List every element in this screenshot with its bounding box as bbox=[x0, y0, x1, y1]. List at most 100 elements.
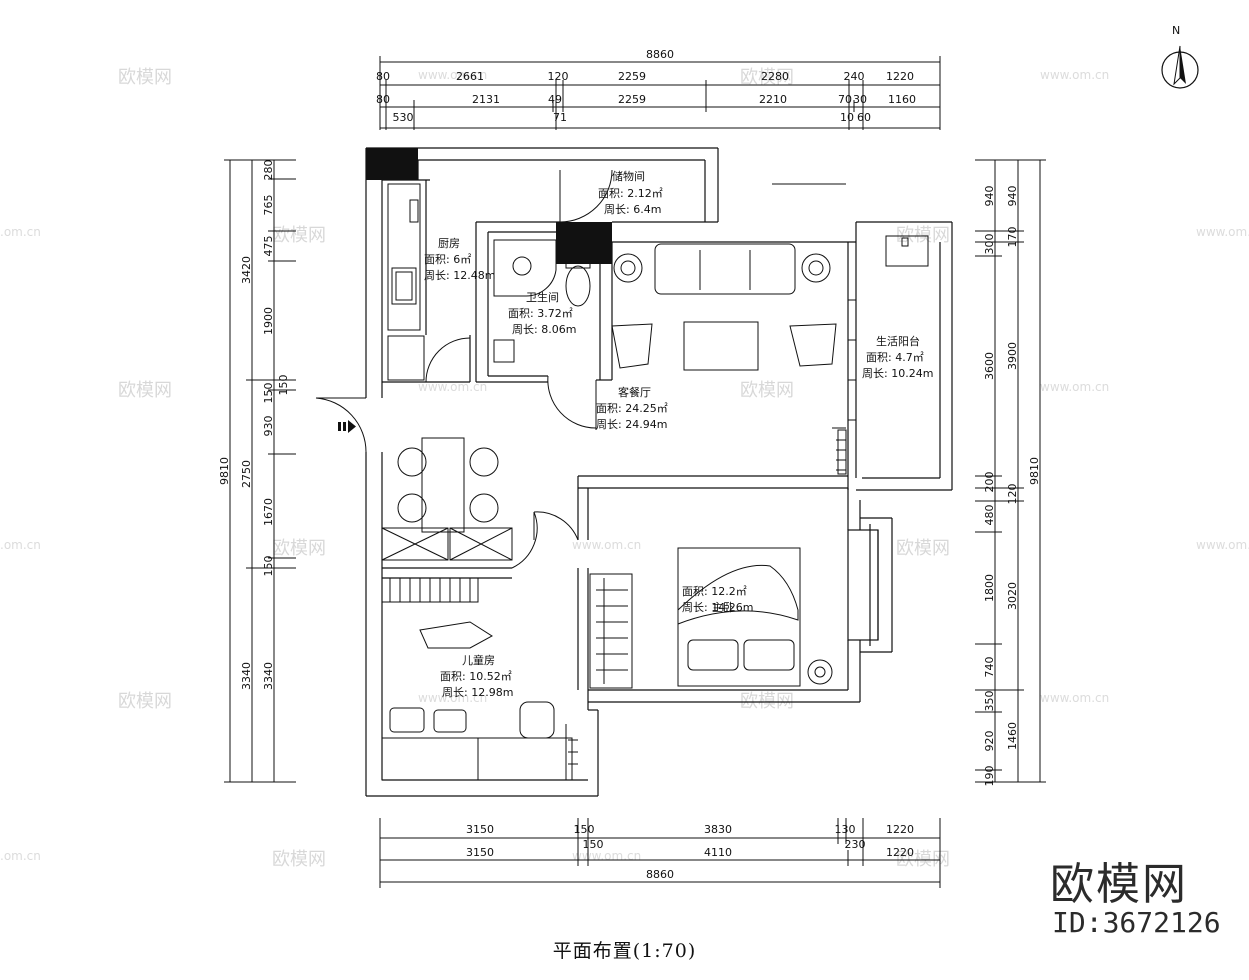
dim-top-r1: 240 bbox=[844, 70, 865, 83]
kids-room-furniture bbox=[381, 577, 578, 781]
dim-right-mid: 1460 bbox=[1006, 722, 1019, 750]
dim-right-inner: 300 bbox=[983, 234, 996, 255]
watermark-url: www.om.cn bbox=[1040, 691, 1109, 705]
watermark-logo: 欧模网 bbox=[118, 691, 172, 712]
dim-left-mid: 3340 bbox=[240, 662, 253, 690]
dim-right-mid: 170 bbox=[1006, 227, 1019, 248]
balcony-fixtures bbox=[848, 235, 929, 421]
room-perimeter-balcony: 周长: 10.24m bbox=[862, 367, 933, 380]
dim-right-inner: 1800 bbox=[983, 574, 996, 602]
dim-right-inner: 350 bbox=[983, 691, 996, 712]
top-dimension-chain bbox=[379, 56, 941, 130]
dim-right-inner: 940 bbox=[983, 186, 996, 207]
dim-top-r3: 10 bbox=[840, 111, 854, 124]
watermark-url: www.om.cn bbox=[1196, 538, 1249, 552]
dim-top-r2: 1160 bbox=[888, 93, 916, 106]
doors bbox=[315, 169, 613, 569]
room-name-master: 主卧 bbox=[712, 601, 734, 614]
room-perimeter-bath: 周长: 8.06m bbox=[512, 323, 576, 336]
kitchen-fixtures bbox=[387, 183, 425, 381]
watermark-logo: 欧模网 bbox=[272, 849, 326, 870]
dim-left-inner: 930 bbox=[262, 416, 275, 437]
room-perimeter-living: 周长: 24.94m bbox=[596, 418, 667, 431]
dim-bottom-r1: 1220 bbox=[886, 823, 914, 836]
watermark-logo: 欧模网 bbox=[118, 380, 172, 401]
room-name-living: 客餐厅 bbox=[618, 385, 651, 399]
dim-left-mid: 3420 bbox=[240, 256, 253, 284]
dim-right-inner: 480 bbox=[983, 505, 996, 526]
dim-right-mid: 3020 bbox=[1006, 582, 1019, 610]
room-perimeter-master: 周长: 14.26m bbox=[682, 601, 753, 614]
dim-top-r2: 30 bbox=[853, 93, 867, 106]
watermark-url: www.om.cn bbox=[418, 691, 487, 705]
dim-left-inner: 765 bbox=[262, 195, 275, 216]
column-block bbox=[366, 148, 418, 180]
dim-top-r1: 1220 bbox=[886, 70, 914, 83]
room-area-master: 面积: 12.2㎡ bbox=[682, 585, 747, 598]
dim-bottom-r2: 1220 bbox=[886, 846, 914, 859]
dim-top-r2: 80 bbox=[376, 93, 390, 106]
dim-bottom-r2: 3150 bbox=[466, 846, 494, 859]
north-label: N bbox=[1172, 24, 1181, 37]
dim-bottom-r2: 150 bbox=[583, 838, 604, 851]
dim-right-inner: 190 bbox=[983, 766, 996, 787]
room-area-balcony: 面积: 4.7㎡ bbox=[866, 351, 924, 364]
dim-left-inner: 280 bbox=[262, 160, 275, 181]
dim-right-total: 9810 bbox=[1028, 457, 1041, 485]
dim-left-inner: 1670 bbox=[262, 498, 275, 526]
dim-right-inner: 920 bbox=[983, 731, 996, 752]
dim-left-inner: 3340 bbox=[262, 662, 275, 690]
structural-columns bbox=[366, 148, 612, 264]
dim-top-r1: 80 bbox=[376, 70, 390, 83]
watermark-logo: 欧模网 bbox=[272, 225, 326, 246]
bathroom-fixtures bbox=[493, 239, 591, 363]
left-dimension-labels: 9810 3420 2750 3340 280 765 475 1900 150… bbox=[218, 160, 290, 691]
dim-top-r1: 2259 bbox=[618, 70, 646, 83]
watermark-url: www.om.cn bbox=[572, 538, 641, 552]
dim-bottom-r1: 3830 bbox=[704, 823, 732, 836]
dim-top-r1: 120 bbox=[548, 70, 569, 83]
room-name-kitchen: 厨房 bbox=[438, 237, 460, 250]
dim-right-mid: 3900 bbox=[1006, 342, 1019, 370]
dim-left-inner: 150 bbox=[262, 556, 275, 577]
bottom-dimension-labels: 3150 150 3830 130 1220 3150 150 4110 230… bbox=[466, 823, 914, 881]
dim-top-r2: 49 bbox=[548, 93, 562, 106]
dim-bottom-r2: 4110 bbox=[704, 846, 732, 859]
watermark-url: .om.cn bbox=[0, 849, 41, 863]
living-room-furniture bbox=[611, 243, 847, 475]
dim-bottom-r1: 130 bbox=[835, 823, 856, 836]
dim-top-r3: 71 bbox=[553, 111, 567, 124]
dim-bottom-total: 8860 bbox=[646, 868, 674, 881]
watermark-logo: 欧模网 bbox=[118, 67, 172, 88]
entry-arrow-icon bbox=[338, 420, 356, 433]
dim-right-inner: 740 bbox=[983, 657, 996, 678]
dim-right-mid: 120 bbox=[1006, 484, 1019, 505]
brand-logo: 欧模网 bbox=[1050, 859, 1188, 910]
room-name-balcony: 生活阳台 bbox=[876, 334, 920, 348]
dim-top-r3: 60 bbox=[857, 111, 871, 124]
drawing-title: 平面布置(1:70) bbox=[552, 940, 697, 962]
room-area-kitchen: 面积: 6㎡ bbox=[424, 253, 471, 266]
watermark-url: www.om.cn bbox=[418, 380, 487, 394]
watermark-url: www.om.cn bbox=[418, 68, 487, 82]
watermark-url: www.om.cn bbox=[572, 849, 641, 863]
dim-left-inner: 150 bbox=[262, 383, 275, 404]
dim-left-inner: 1900 bbox=[262, 307, 275, 335]
watermark-url: www.om.cn bbox=[1040, 68, 1109, 82]
dim-right-inner: 3600 bbox=[983, 352, 996, 380]
master-bedroom-furniture bbox=[589, 547, 833, 689]
watermark-logo: 欧模网 bbox=[740, 380, 794, 401]
room-name-kids: 儿童房 bbox=[462, 653, 495, 667]
dim-left-inner: 475 bbox=[262, 236, 275, 257]
room-name-bath: 卫生间 bbox=[526, 290, 559, 304]
dim-top-total: 8860 bbox=[646, 48, 674, 61]
dining-set bbox=[381, 437, 513, 561]
watermark-layer: 欧模网 www.om.cn 欧模网 www.om.cn .om.cn 欧模网 欧… bbox=[0, 67, 1249, 870]
room-perimeter-kitchen: 周长: 12.48m bbox=[424, 269, 495, 282]
room-perimeter-storage: 周长: 6.4m bbox=[604, 203, 661, 216]
dim-bottom-r2: 230 bbox=[845, 838, 866, 851]
dim-left-mid: 2750 bbox=[240, 460, 253, 488]
north-arrow-icon bbox=[1161, 45, 1199, 89]
dim-top-r1: 2280 bbox=[761, 70, 789, 83]
watermark-url: www.om.cn bbox=[1040, 380, 1109, 394]
